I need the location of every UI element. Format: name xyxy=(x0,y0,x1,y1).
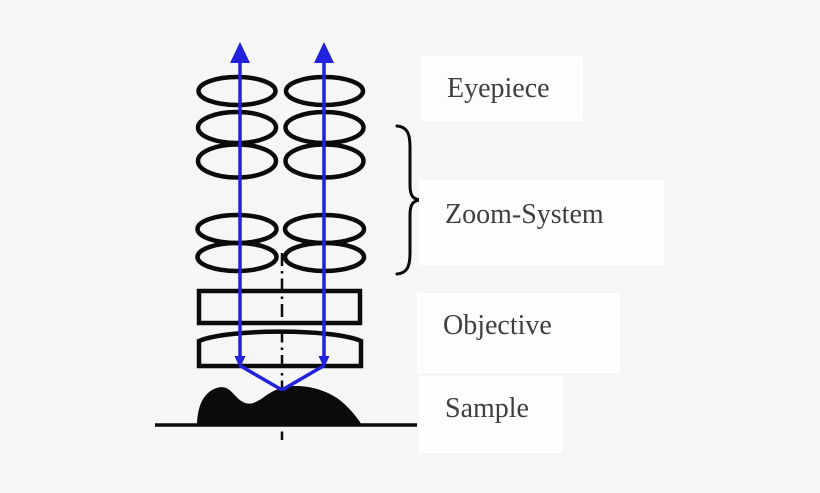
label-sample: Sample xyxy=(419,376,563,453)
label-eyepiece: Eyepiece xyxy=(421,56,583,121)
left-ray-converging-segment xyxy=(238,363,283,392)
right-ray-converging-segment xyxy=(281,363,326,392)
right-light-ray xyxy=(281,42,334,392)
zoom-system-brace xyxy=(395,124,422,276)
label-sample-text: Sample xyxy=(445,393,529,424)
left-ray-down-arrowhead-icon xyxy=(234,356,246,368)
objective-convex-lens xyxy=(196,329,364,369)
objective-flat-element xyxy=(196,288,363,326)
zoom-lens-lower-2-left xyxy=(195,240,279,274)
right-ray-down-arrowhead-icon xyxy=(318,356,330,368)
label-zoom-system-text: Zoom-System xyxy=(445,199,604,230)
zoom-lens-upper-2-left xyxy=(195,142,279,180)
left-ray-up-arrowhead-icon xyxy=(230,42,250,63)
right-ray-up-arrowhead-icon xyxy=(314,42,334,63)
eyepiece-lens-left xyxy=(196,74,278,108)
left-light-ray xyxy=(230,42,283,392)
sample-blob xyxy=(197,386,362,426)
zoom-lens-lower-1-left xyxy=(195,212,279,246)
label-objective-text: Objective xyxy=(443,310,552,341)
label-objective: Objective xyxy=(417,293,620,373)
label-zoom-system: Zoom-System xyxy=(419,180,664,265)
label-eyepiece-text: Eyepiece xyxy=(447,73,550,104)
zoom-lens-upper-1-left xyxy=(195,109,279,146)
